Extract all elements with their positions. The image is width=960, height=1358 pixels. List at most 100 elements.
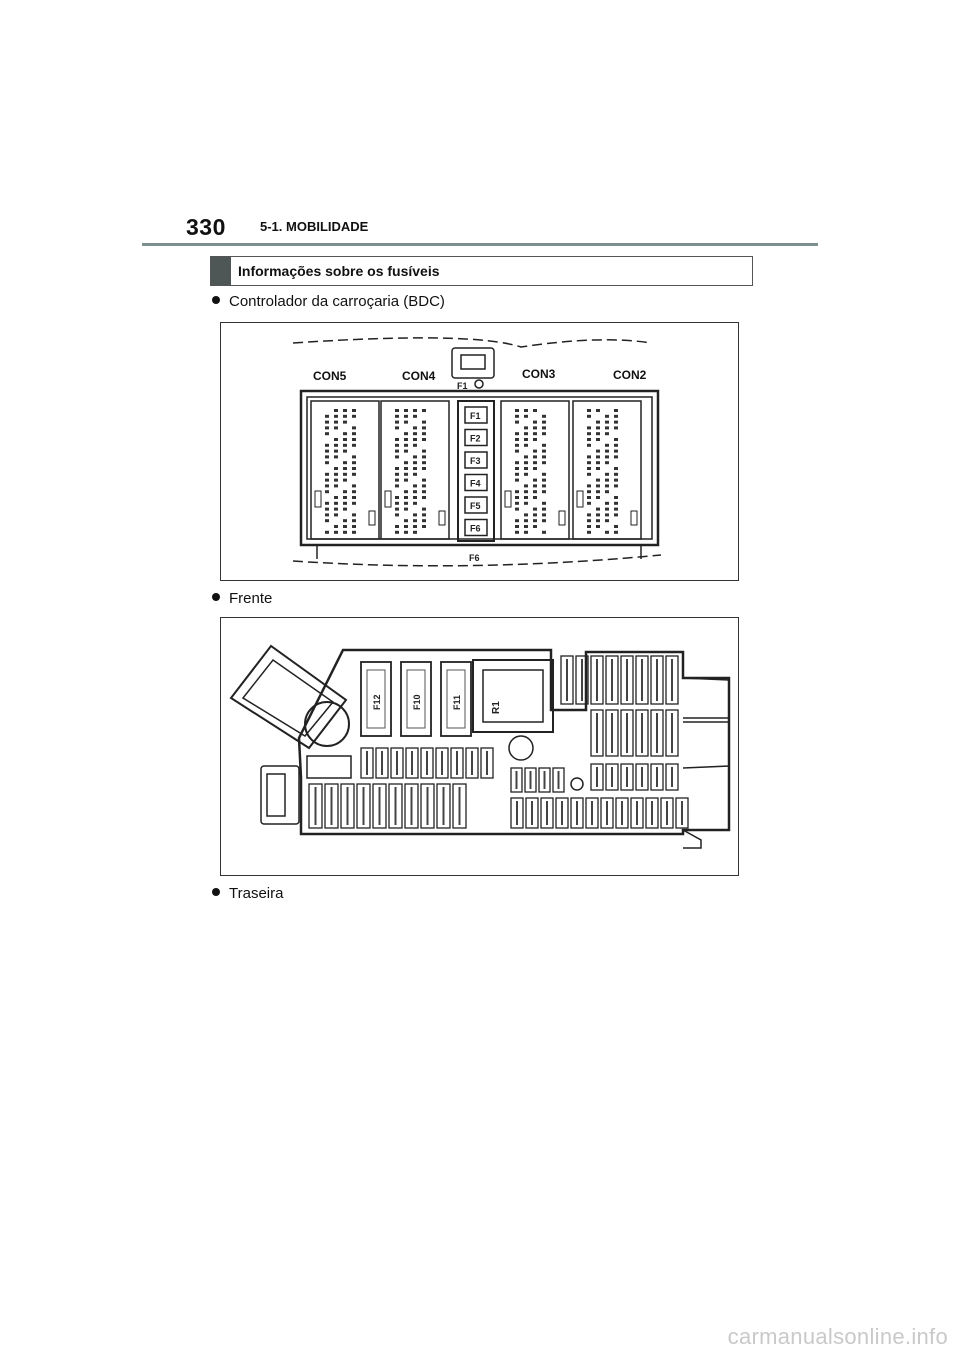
connector-pin: [404, 461, 408, 465]
connector-pin: [614, 513, 618, 517]
fuse-slot: [464, 473, 488, 492]
blade-fuse: [665, 655, 679, 705]
bullet-text: Frente: [229, 590, 273, 607]
connector-pin: [343, 467, 347, 470]
fuse-label: F3: [470, 456, 481, 466]
connector-pin: [596, 449, 600, 453]
blade-fuse: [390, 747, 404, 779]
connector-latch: [630, 510, 638, 526]
connector-pin: [587, 461, 591, 465]
connector-pin: [587, 496, 591, 499]
blade-fuse: [645, 797, 659, 829]
connector-pin: [524, 414, 528, 418]
blade-fuse: [635, 763, 649, 791]
connector-pin: [325, 432, 329, 436]
fuse-label: F1: [470, 411, 481, 421]
connector-pin: [533, 513, 537, 517]
fuse-slot: [464, 496, 488, 514]
connector-pin: [352, 455, 356, 459]
bullet-dot-icon: [212, 593, 220, 601]
blade-fuse: [356, 783, 371, 829]
blade-fuse: [605, 709, 619, 757]
blade-fuse: [420, 747, 434, 779]
connector-pin: [352, 414, 356, 418]
connector-pin: [413, 519, 417, 523]
connector-pin: [334, 438, 338, 441]
connector-pin: [404, 443, 408, 447]
connector-pin: [605, 461, 609, 465]
connector-pin: [614, 443, 618, 447]
connector-pin: [343, 507, 347, 511]
connector-pin: [533, 432, 537, 436]
connector-pin: [524, 501, 528, 505]
blade-fuse: [620, 709, 634, 757]
connector-pin: [596, 519, 600, 523]
connector-pin: [413, 426, 417, 430]
connector-pin: [614, 438, 618, 441]
connector-pin: [334, 478, 338, 482]
connector-pin: [325, 519, 329, 523]
maxi-fuse-inner: [446, 669, 466, 729]
connector-pin: [352, 467, 356, 470]
connector-pin: [524, 496, 528, 499]
connector-pin: [395, 414, 399, 418]
connector-pin: [334, 530, 338, 534]
connector-pin: [596, 409, 600, 412]
connector-pin: [413, 461, 417, 465]
connector-pin: [343, 420, 347, 424]
connector-pin: [395, 455, 399, 459]
connector-pin: [533, 525, 537, 528]
fuse-slot: [464, 518, 488, 537]
connector-pin: [533, 507, 537, 511]
connector-pin: [343, 490, 347, 494]
maxi-fuse-inner: [366, 669, 386, 729]
fuse-label: F6: [470, 524, 481, 534]
connector-pin: [605, 420, 609, 424]
connector-pin: [605, 519, 609, 523]
connector-pin: [334, 443, 338, 447]
connector-pin: [524, 484, 528, 488]
maxi-fuse: [440, 661, 472, 737]
connector-latch: [558, 510, 566, 526]
connector-pin: [334, 414, 338, 418]
connector-pin: [596, 525, 600, 528]
blade-fuse: [308, 783, 323, 829]
connector-pin: [343, 443, 347, 447]
connector-pin: [343, 501, 347, 505]
connector-pin: [325, 455, 329, 459]
blade-fuse: [552, 767, 565, 793]
blade-fuse: [665, 709, 679, 757]
connector-pin: [352, 501, 356, 505]
connector-pin: [605, 432, 609, 436]
connector-pin: [325, 501, 329, 505]
connector-pin: [515, 519, 519, 523]
connector-pin: [587, 455, 591, 459]
connector-pin: [596, 513, 600, 517]
blade-fuse: [388, 783, 403, 829]
connector-pin: [325, 426, 329, 430]
connector-pin: [325, 484, 329, 488]
connector-pin: [395, 426, 399, 430]
connector-pin: [334, 501, 338, 505]
maxi-fuse: [360, 661, 392, 737]
connector-pin: [404, 519, 408, 523]
connector-pin: [596, 478, 600, 482]
connector-pin: [587, 409, 591, 412]
connector-pin: [542, 443, 546, 447]
connector-block: [500, 400, 570, 540]
blade-fuse: [650, 655, 664, 705]
connector-pin: [413, 455, 417, 459]
blade-fuse: [480, 747, 494, 779]
connector-pin: [325, 530, 329, 534]
connector-latch: [438, 510, 446, 526]
blade-fuse: [615, 797, 629, 829]
connector-pin: [325, 507, 329, 511]
connector-pin: [413, 409, 417, 412]
bullet-dot-icon: [212, 888, 220, 896]
connector-pin: [352, 496, 356, 499]
connector-pin: [413, 472, 417, 476]
